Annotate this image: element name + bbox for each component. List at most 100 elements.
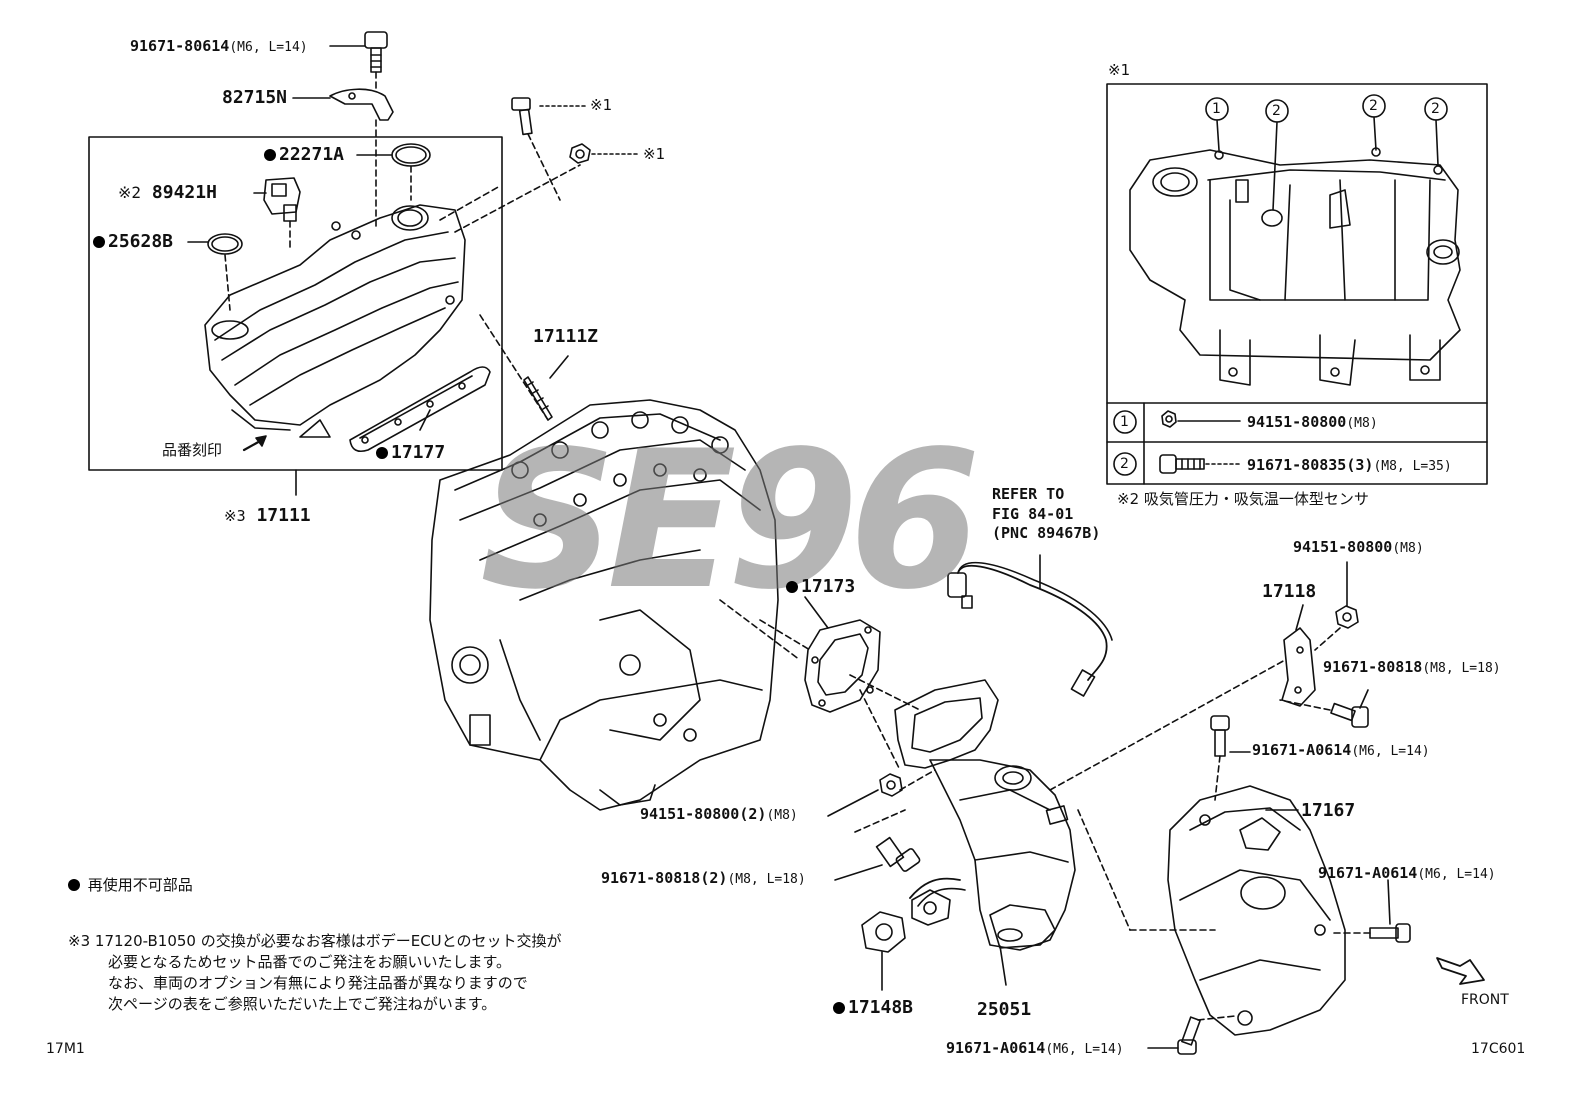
- front-arrow: [1436, 957, 1485, 985]
- part-number: 22271A: [279, 144, 345, 165]
- label-91671-A0614-right[interactable]: 91671-A0614(M6, L=14): [1318, 864, 1496, 882]
- cylinder-block: [429, 399, 779, 811]
- oxygen-sensor-wire: [947, 561, 1113, 697]
- part-spec: (M6, L=14): [1045, 1042, 1124, 1057]
- note-3: ※3 17120-B1050 の交換が必要なお客様はボデーECUとのセット交換が…: [68, 931, 562, 1015]
- inset-note-2: ※2 吸気管圧力・吸気温一体型センサ: [1117, 490, 1369, 508]
- inset-row1-num: 1: [1120, 414, 1129, 430]
- part-number: 17148B: [848, 997, 914, 1018]
- part-number: 91671-A0614: [946, 1039, 1046, 1057]
- note-mark: ※2: [118, 183, 142, 202]
- gasket-17173: [804, 619, 881, 713]
- refer-line: FIG 84-01: [992, 504, 1074, 523]
- bolt-91671-A0614-right: [1369, 923, 1411, 943]
- bolt-91671-80818-2: [875, 836, 921, 872]
- note-line: なお、車両のオプション有無により発注品番が異なりますので: [108, 974, 528, 992]
- part-number: 94151-80800: [1247, 413, 1347, 431]
- inset-bolt-icon: [1159, 454, 1177, 474]
- label-94151-80800-2[interactable]: 94151-80800(2)(M8): [640, 805, 798, 823]
- label-22271A[interactable]: 22271A: [264, 146, 344, 164]
- bolt-91671-80614: [364, 31, 388, 73]
- part-number: 17111: [256, 505, 311, 526]
- figure-code-right: 17C601: [1471, 1041, 1526, 1057]
- refer-to-note[interactable]: REFER TO FIG 84-01 (PNC 89467B): [992, 485, 1100, 544]
- bracket-82715N: [329, 88, 394, 121]
- inset-callout-2c: 2: [1431, 101, 1440, 117]
- gasket-17177: [349, 366, 491, 453]
- watermark: SE96: [480, 410, 981, 631]
- front-label: FRONT: [1461, 992, 1509, 1008]
- figure-code-left: 17M1: [46, 1041, 85, 1057]
- label-25051[interactable]: 25051: [977, 999, 1032, 1020]
- sensor-89421H: [263, 177, 301, 222]
- non-reusable-bullet-icon: [833, 1002, 845, 1014]
- part-number: 94151-80800(2): [640, 805, 767, 823]
- part-number: 94151-80800: [1293, 538, 1393, 556]
- exhaust-manifold-converter-25051: [894, 679, 1076, 951]
- label-17118[interactable]: 17118: [1262, 581, 1317, 602]
- part-number: 91671-A0614: [1252, 741, 1352, 759]
- bolt-91671-80818-right: [1330, 702, 1369, 728]
- label-82715N[interactable]: 82715N: [222, 87, 288, 108]
- refer-line: (PNC 89467B): [992, 524, 1101, 542]
- label-25628B[interactable]: 25628B: [93, 233, 173, 251]
- label-91671-A0614-mid[interactable]: 91671-A0614(M6, L=14): [1252, 741, 1430, 759]
- part-spec: (M6, L=14): [229, 40, 308, 55]
- part-spec: (M6, L=14): [1351, 744, 1430, 759]
- bracket-17118: [1281, 627, 1316, 707]
- label-91671-80818-2[interactable]: 91671-80818(2)(M8, L=18): [601, 869, 806, 887]
- part-number: 25628B: [108, 231, 174, 252]
- label-17111Z[interactable]: 17111Z: [533, 326, 599, 347]
- part-spec: (M8): [766, 808, 798, 823]
- bolt-91671-A0614-bottom: [1177, 1016, 1201, 1055]
- legend-non-reusable: 再使用不可部品: [68, 876, 193, 896]
- part-number: 91671-80818(2): [601, 869, 728, 887]
- non-reusable-bullet-icon: [376, 447, 388, 459]
- label-17148B[interactable]: 17148B: [833, 999, 913, 1017]
- label-91671-A0614-bottom[interactable]: 91671-A0614(M6, L=14): [946, 1039, 1124, 1057]
- part-number: 91671-A0614: [1318, 864, 1418, 882]
- nut-94151-80800-2: [879, 773, 903, 797]
- note-line: 必要となるためセット品番でのご発注をお願いいたします。: [108, 953, 512, 971]
- part-spec: (M8, L=18): [727, 872, 806, 887]
- label-17173[interactable]: 17173: [786, 578, 855, 596]
- part-spec: (M8, L=35): [1373, 459, 1452, 474]
- note-line: 17120-B1050 の交換が必要なお客様はボデーECUとのセット交換が: [94, 932, 562, 950]
- note-mark: ※3: [68, 932, 91, 950]
- bolt-91671-A0614-mid: [1210, 715, 1230, 757]
- heat-insulator-17167: [1167, 785, 1346, 1036]
- note-line: 次ページの表をご参照いただいた上でご発注ねがいます。: [108, 995, 497, 1013]
- bolt-ref1: [511, 97, 533, 136]
- part-number: 17177: [391, 442, 446, 463]
- legend-text: 再使用不可部品: [87, 876, 193, 894]
- ref-mark-1a: ※1: [590, 96, 613, 114]
- inset-row1-part[interactable]: 94151-80800(M8): [1247, 413, 1378, 431]
- label-17177[interactable]: 17177: [376, 444, 445, 462]
- label-89421H[interactable]: ※2 89421H: [118, 184, 217, 202]
- nut-ref1: [569, 143, 591, 164]
- inset-title: ※1: [1108, 61, 1131, 79]
- ref-mark-1b: ※1: [643, 145, 666, 163]
- inset-callout-2b: 2: [1369, 98, 1378, 114]
- label-17111[interactable]: ※3 17111: [224, 507, 311, 525]
- stud-17111Z: [523, 376, 553, 421]
- inset-manifold-view: [1129, 147, 1461, 386]
- note-mark: ※3: [224, 507, 246, 525]
- nut-94151-80800-right: [1335, 605, 1359, 629]
- inset-row2-num: 2: [1120, 456, 1129, 472]
- part-spec: (M8): [1392, 541, 1424, 556]
- non-reusable-bullet-icon: [68, 879, 80, 891]
- label-91671-80818-right[interactable]: 91671-80818(M8, L=18): [1323, 658, 1501, 676]
- label-94151-80800-right[interactable]: 94151-80800(M8): [1293, 538, 1424, 556]
- part-number: 91671-80614: [130, 37, 230, 55]
- intake-manifold-17111: [204, 204, 466, 438]
- part-spec: (M8, L=18): [1422, 661, 1501, 676]
- part-number: 89421H: [151, 182, 217, 203]
- part-spec: (M8): [1346, 416, 1378, 431]
- part-number: 91671-80818: [1323, 658, 1423, 676]
- inset-row2-part[interactable]: 91671-80835(3)(M8, L=35): [1247, 458, 1452, 474]
- label-17167[interactable]: 17167: [1301, 800, 1356, 821]
- inset-box: [1106, 83, 1488, 485]
- label-91671-80614[interactable]: 91671-80614(M6, L=14): [130, 37, 308, 55]
